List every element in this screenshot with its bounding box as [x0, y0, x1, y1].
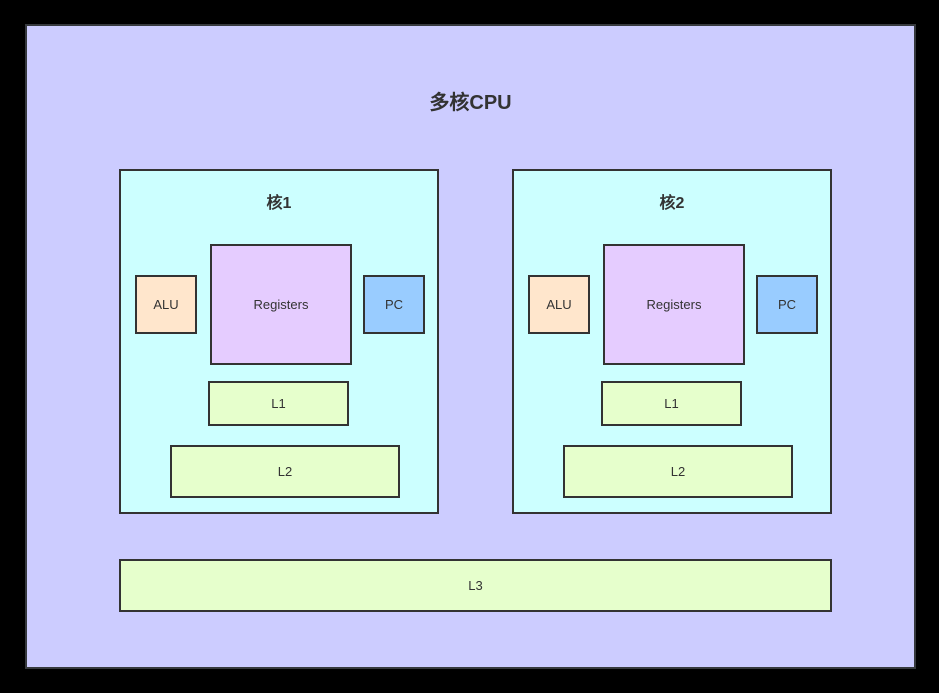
pc-block: PC	[363, 275, 425, 334]
alu-block: ALU	[135, 275, 197, 334]
core-2: 核2 ALU Registers PC L1 L2	[512, 169, 832, 514]
registers-block: Registers	[210, 244, 352, 365]
pc-block: PC	[756, 275, 818, 334]
alu-block: ALU	[528, 275, 590, 334]
registers-block: Registers	[603, 244, 745, 365]
l2-cache: L2	[563, 445, 793, 498]
l2-cache: L2	[170, 445, 400, 498]
core-1: 核1 ALU Registers PC L1 L2	[119, 169, 439, 514]
l3-cache: L3	[119, 559, 832, 612]
core-title: 核2	[659, 195, 685, 212]
cpu-title: 多核CPU	[429, 92, 512, 114]
l1-cache: L1	[601, 381, 742, 426]
core-title: 核1	[266, 195, 292, 212]
l1-cache: L1	[208, 381, 349, 426]
